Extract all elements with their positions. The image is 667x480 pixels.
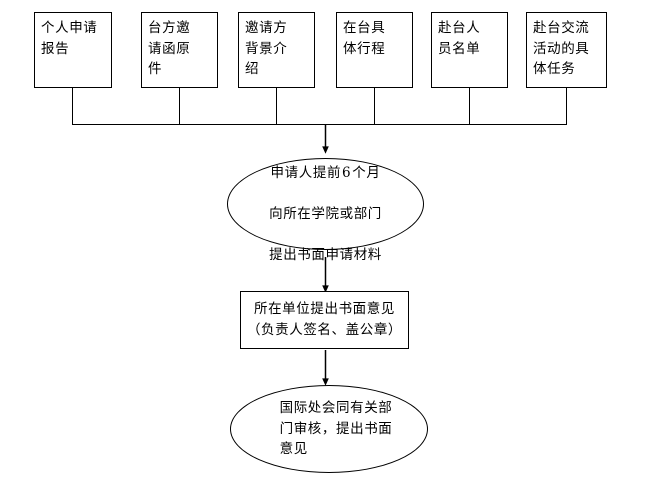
node-itinerary-in-taiwan[interactable]: 在台具 体行程 <box>336 12 413 88</box>
node-label: 邀请方 背景介 绍 <box>245 20 288 78</box>
node-unit-written-opinion[interactable]: 所在单位提出书面意见 （负责人签名、盖公章） <box>240 291 409 349</box>
apply-line-2: 向所在学院或部门 <box>269 206 382 222</box>
node-label: 赴台人 员名单 <box>438 20 481 57</box>
apply-line-1-suffix: 个月 <box>352 164 381 181</box>
node-international-office-review[interactable]: 国际处会同有关部 门审核，提出书面 意见 <box>230 385 428 473</box>
node-label: 申请人提前6个月 向所在学院或部门 提出书面申请材料 <box>269 142 382 265</box>
node-exchange-activity-tasks[interactable]: 赴台交流 活动的具 体任务 <box>526 12 607 88</box>
node-apply-six-months-in-advance[interactable]: 申请人提前6个月 向所在学院或部门 提出书面申请材料 <box>227 158 424 263</box>
node-label: 台方邀 请函原 件 <box>148 20 191 78</box>
apply-line-3: 提出书面申请材料 <box>269 247 382 264</box>
node-label: 在台具 体行程 <box>343 20 386 57</box>
node-traveler-name-list[interactable]: 赴台人 员名单 <box>431 12 508 88</box>
apply-months-value: 6 <box>342 164 352 181</box>
node-inviter-background[interactable]: 邀请方 背景介 绍 <box>238 12 315 88</box>
node-taiwan-invitation-original[interactable]: 台方邀 请函原 件 <box>141 12 218 88</box>
node-label: 个人申请 报告 <box>41 20 98 57</box>
node-personal-application-report[interactable]: 个人申请 报告 <box>34 12 112 88</box>
apply-line-1: 申请人提前6个月 <box>271 165 381 181</box>
node-label: 赴台交流 活动的具 体任务 <box>533 20 590 78</box>
apply-line-1-prefix: 申请人提前 <box>270 164 342 181</box>
node-label: 国际处会同有关部 门审核，提出书面 意见 <box>279 400 393 458</box>
node-label: 所在单位提出书面意见 （负责人签名、盖公章） <box>246 301 403 338</box>
